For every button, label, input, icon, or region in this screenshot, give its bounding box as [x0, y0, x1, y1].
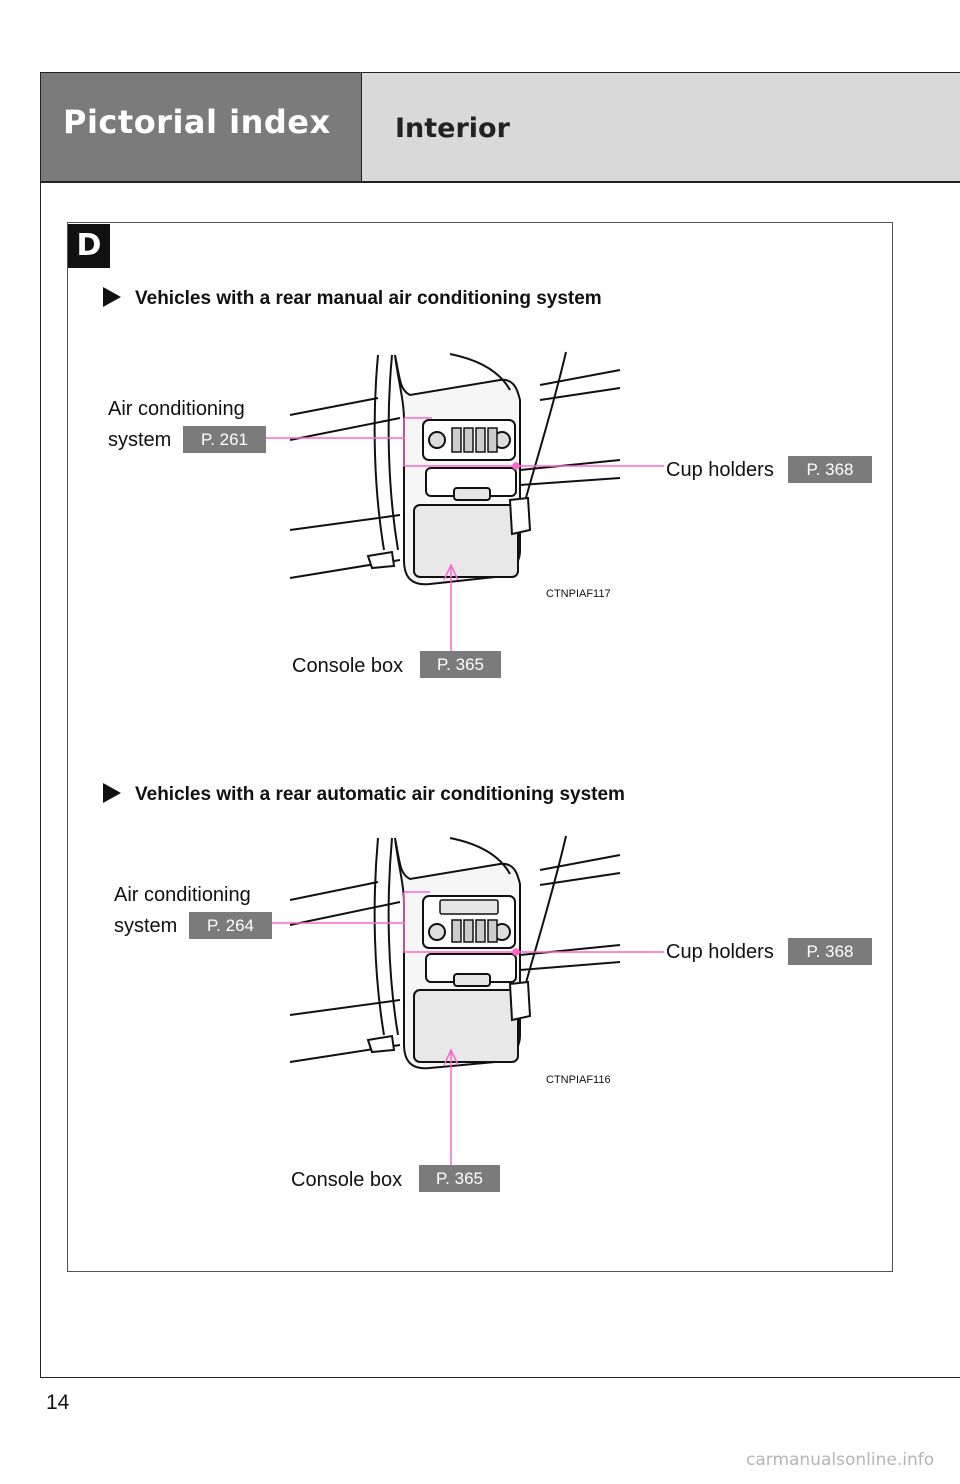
cup-holders-label: Cup holders [666, 459, 774, 481]
ac-label-line2: system [114, 915, 178, 937]
page-frame [40, 72, 960, 1378]
ac-label-line1: Air conditioning [108, 398, 245, 420]
header-tab-section: Pictorial index [41, 73, 362, 181]
figure-heading-automatic: Vehicles with a rear automatic air condi… [103, 783, 625, 806]
console-box-page-link[interactable]: P. 365 [419, 1165, 500, 1192]
pointer-arrow-icon [103, 287, 121, 307]
leader-lines-manual [266, 417, 664, 652]
console-illustration-automatic [289, 835, 621, 1070]
cup-holders-page-link[interactable]: P. 368 [788, 456, 872, 483]
console-box-label: Console box [292, 655, 404, 677]
header-divider [41, 181, 960, 183]
header-tab-subsection: Interior [362, 73, 960, 181]
console-box-label: Console box [291, 1169, 403, 1191]
section-tag: D [68, 224, 110, 268]
figure-heading-manual: Vehicles with a rear manual air conditio… [103, 287, 602, 310]
page-number: 14 [46, 1391, 70, 1414]
page-title: Pictorial index [63, 103, 331, 141]
cup-holders-page-link[interactable]: P. 368 [788, 938, 872, 965]
cup-holders-label: Cup holders [666, 941, 774, 963]
leader-lines-automatic [272, 891, 664, 1166]
ac-page-link[interactable]: P. 261 [183, 426, 266, 453]
pointer-arrow-icon [103, 783, 121, 803]
ac-label-line2: system [108, 429, 172, 451]
console-box-page-link[interactable]: P. 365 [420, 651, 501, 678]
figure-code: CTNPIAF117 [546, 588, 611, 600]
page-subtitle: Interior [395, 113, 510, 144]
watermark: carmanualsonline.info [746, 1450, 935, 1470]
console-illustration-manual [289, 351, 621, 586]
section-panel [67, 222, 893, 1272]
ac-label-line1: Air conditioning [114, 884, 251, 906]
ac-page-link[interactable]: P. 264 [189, 912, 272, 939]
figure-code: CTNPIAF116 [546, 1074, 611, 1086]
